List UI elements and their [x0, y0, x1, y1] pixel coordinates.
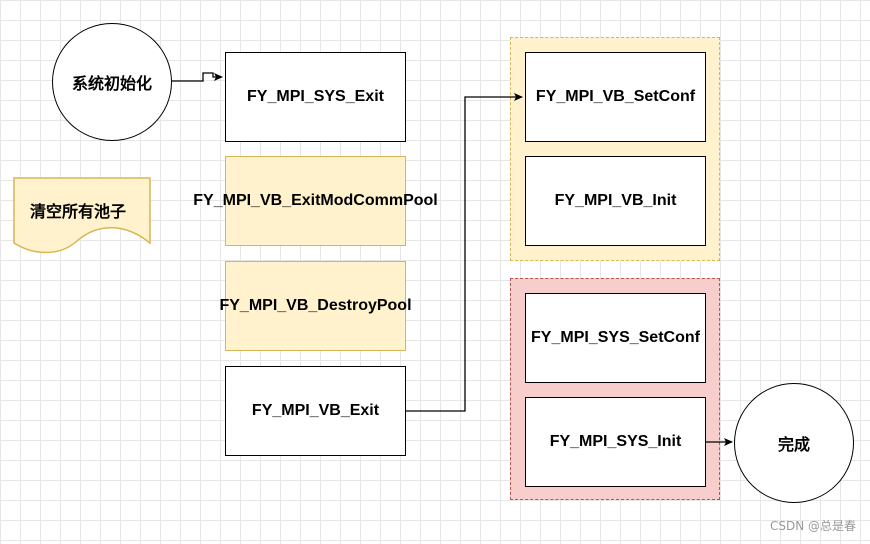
- vb-exit-mod-comm-pool-node: FY_MPI_VB_ExitModCommPool: [193, 156, 438, 246]
- vb-exit-mod-comm-pool-label: FY_MPI_VB_ExitModCommPool: [193, 192, 438, 209]
- vb-setconf-label: FY_MPI_VB_SetConf: [535, 88, 696, 105]
- sys-setconf-label: FY_MPI_SYS_SetConf: [531, 329, 700, 346]
- vb-setconf-node: FY_MPI_VB_SetConf: [525, 52, 706, 142]
- clear-pools-note: 清空所有池子: [30, 198, 126, 222]
- sys-setconf-node: FY_MPI_SYS_SetConf: [525, 293, 706, 383]
- start-node: 系统初始化: [52, 23, 172, 141]
- vb-exit-label: FY_MPI_VB_Exit: [251, 402, 380, 419]
- vb-destroy-pool-label: FY_MPI_VB_DestroyPool: [219, 297, 412, 314]
- vb-destroy-pool-node: FY_MPI_VB_DestroyPool: [219, 261, 412, 351]
- vb-exit-node: FY_MPI_VB_Exit: [225, 366, 406, 456]
- edge-vb-exit-to-vb-setconf: [406, 93, 523, 412]
- clear-pools-note-shape: [13, 177, 151, 254]
- watermark: CSDN @总是春: [769, 519, 856, 533]
- end-node-label: 完成: [777, 437, 810, 454]
- clear-pools-label: 清空所有池子: [30, 204, 127, 221]
- vb-init-label: FY_MPI_VB_Init: [554, 192, 677, 209]
- sys-init-label: FY_MPI_SYS_Init: [549, 433, 682, 450]
- sys-exit-label: FY_MPI_SYS_Exit: [247, 88, 384, 105]
- end-node: 完成: [734, 383, 854, 503]
- vb-init-node: FY_MPI_VB_Init: [525, 156, 706, 246]
- sys-exit-node: FY_MPI_SYS_Exit: [225, 52, 406, 142]
- sys-init-node: FY_MPI_SYS_Init: [525, 397, 706, 487]
- edge-init-to-sys-exit: [172, 72, 223, 82]
- start-node-label: 系统初始化: [71, 76, 152, 93]
